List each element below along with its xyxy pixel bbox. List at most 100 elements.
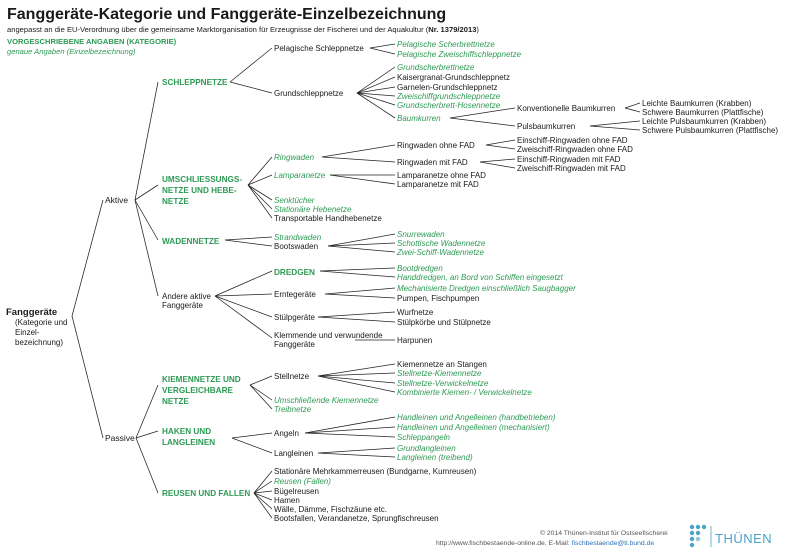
node-pulsbaumkurren: Pulsbaumkurren [517, 122, 576, 131]
connector-line [369, 47, 396, 55]
connector-line [356, 92, 396, 106]
node-konventionelle-baumkurren: Konventionelle Baumkurren [517, 104, 616, 113]
footer-email-link[interactable]: fischbestaende@ti.bund.de [571, 540, 655, 547]
connector-line [134, 199, 159, 297]
node-kaisergranat: Kaisergranat-Grundschleppnetz [397, 73, 510, 82]
connector-line [134, 184, 159, 201]
node-einschiff-mit-fad: Einschiff-Ringwaden mit FAD [517, 155, 621, 164]
connector-line [479, 161, 516, 169]
footer-url[interactable]: http://www.fischbestaende-online.de [436, 540, 545, 547]
node-ringwaden-mit-fad: Ringwaden mit FAD [397, 158, 468, 167]
node-andere-aktive: Andere aktive Fanggeräte [162, 292, 211, 310]
node-schottische-wadennetze: Schottische Wadennetze [397, 239, 486, 248]
connector-line [214, 293, 273, 297]
node-klemmende: Klemmende und verwundende Fanggeräte [274, 331, 383, 349]
node-pelagische-scherbrettnetze: Pelagische Scherbrettnetze [397, 40, 495, 49]
connector-line [224, 239, 273, 247]
connector-line [214, 295, 273, 339]
node-stellnetze: Stellnetze [274, 372, 310, 381]
node-bootsfallen: Bootsfallen, Verandanetze, Sprungfischre… [274, 514, 439, 523]
node-langleinen-treibend: Langleinen (treibend) [397, 453, 473, 462]
connector-line [214, 295, 273, 318]
node-garnelen: Garnelen-Grundschleppnetz [397, 83, 498, 92]
node-schwere-baumkurren: Schwere Baumkurren (Plattfische) [642, 108, 764, 117]
node-grundscherbrettnetze: Grundscherbrettnetze [397, 63, 475, 72]
node-handleinen-handbetrieben: Handleinen und Angelleinen (handbetriebe… [397, 413, 556, 422]
node-zwei-schiff-wadennetze: Zwei-Schiff-Wadennetze [397, 248, 484, 257]
node-grundschleppnetze: Grundschleppnetze [274, 89, 344, 98]
node-zweischiff-mit-fad: Zweischiff-Ringwaden mit FAD [517, 164, 626, 173]
connector-line [253, 492, 273, 501]
node-grundscherbrett-hosennetze: Grundscherbrett-Hosennetze [397, 101, 501, 110]
root-subtitle: (Kategorie und Einzel-bezeichnung) [15, 318, 68, 347]
page-title: Fanggeräte-Kategorie und Fanggeräte-Einz… [7, 6, 447, 23]
category-kiemennetze: KIEMENNETZE UND VERGLEICHBARE NETZE [162, 375, 241, 406]
connector-line [249, 384, 273, 401]
connector-line [135, 384, 159, 439]
node-waelle-daemme: Wälle, Dämme, Fischzäune etc. [274, 505, 387, 514]
node-stuelpgeraete: Stülpgeräte [274, 313, 315, 322]
connector-line [231, 432, 273, 439]
connector-line [214, 270, 273, 297]
node-stellnetze-kiemennetze: Stellnetze-Kiemennetze [397, 369, 482, 378]
node-handleinen-mechanisiert: Handleinen und Angelleinen (mechanisiert… [397, 423, 550, 432]
connector-line [249, 375, 273, 386]
connector-line [249, 384, 273, 410]
node-baumkurren: Baumkurren [397, 114, 441, 123]
node-schwere-pulsbaumkurren: Schwere Pulsbaumkurren (Plattfische) [642, 126, 779, 135]
footer-email-label: , E-Mail: [544, 540, 572, 547]
node-leichte-baumkurren: Leichte Baumkurren (Krabben) [642, 99, 752, 108]
connector-line [135, 437, 159, 494]
node-snurrewaden: Snurrewaden [397, 230, 445, 239]
node-harpunen: Harpunen [397, 336, 433, 345]
connector-line [324, 293, 396, 299]
connector-line [134, 81, 159, 201]
connector-line [231, 437, 273, 454]
connector-line [321, 144, 396, 158]
connector-line [327, 245, 396, 253]
connector-line [247, 184, 273, 219]
node-grundlangleinen: Grundlangleinen [397, 444, 456, 453]
node-senktuecher: Senktücher [274, 196, 315, 205]
category-wadennetze: WADENNETZE [162, 237, 220, 246]
connector-line [71, 315, 104, 439]
connector-line [324, 287, 396, 295]
connector-line [134, 199, 159, 241]
node-erntegeraete: Erntegeräte [274, 290, 316, 299]
connector-line [247, 156, 273, 186]
node-einschiff-ohne-fad: Einschiff-Ringwaden ohne FAD [517, 136, 628, 145]
thuenen-logo: THÜNEN [689, 524, 772, 548]
footer: © 2014 Thünen-Institut für Ostseefischer… [436, 530, 668, 547]
connector-line [317, 452, 396, 458]
node-reusen-fallen: Reusen (Fallen) [274, 477, 331, 486]
connector-line [317, 375, 396, 384]
legend-required: VORGESCHRIEBENE ANGABEN (KATEGORIE) [7, 37, 177, 46]
connector-line [449, 107, 516, 119]
connector-line [624, 107, 641, 113]
node-mechanisierte-dredgen: Mechanisierte Dredgen einschließlich Sau… [397, 284, 576, 293]
connector-line [356, 92, 396, 97]
connector-line [304, 426, 396, 434]
connector-line [253, 492, 273, 510]
node-ringwaden-ohne-fad: Ringwaden ohne FAD [397, 141, 475, 150]
node-stellnetze-verwickelnetze: Stellnetze-Verwickelnetze [397, 379, 489, 388]
node-passive: Passive [105, 433, 135, 443]
node-pumpen: Pumpen, Fischpumpen [397, 294, 480, 303]
node-kiemennetze-stangen: Kiemennetze an Stangen [397, 360, 487, 369]
node-wurfnetze: Wurfnetze [397, 308, 434, 317]
connector-line [319, 270, 396, 278]
logo-dots-icon [689, 524, 707, 548]
connector-line [449, 117, 516, 127]
connector-line [247, 174, 273, 186]
node-zweischiffgrundschleppnetze: Zweischiffgrundschleppnetze [397, 92, 501, 101]
subtitle-end: ) [476, 25, 479, 34]
connector-line [224, 236, 273, 241]
connector-line [253, 492, 273, 519]
page-subtitle: angepasst an die EU-Verordnung über die … [7, 25, 479, 34]
subtitle-main: angepasst an die EU-Verordnung über die … [7, 25, 429, 34]
node-bootswaden: Bootswaden [274, 242, 319, 251]
node-kombinierte-netze: Kombinierte Kiemen- / Verwickelnetze [397, 388, 532, 397]
node-pelagische-schleppnetze: Pelagische Schleppnetze [274, 44, 364, 53]
connector-line [319, 267, 396, 272]
